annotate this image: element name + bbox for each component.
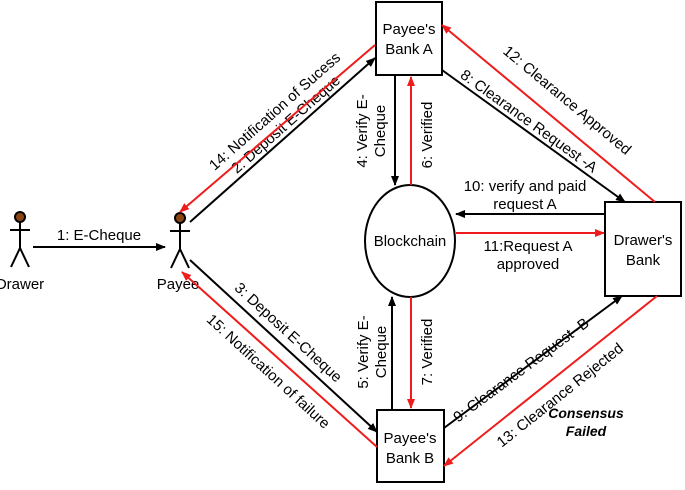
person-icon (170, 212, 190, 269)
edge-1-label: 1: E-Cheque (57, 227, 141, 244)
edge-15-notification-failure (181, 271, 378, 448)
edge-3-deposit (189, 259, 378, 433)
bank-b-label-line1: Payee's (384, 430, 437, 447)
edge-9-clearance-request-b (443, 295, 623, 429)
drawers-bank-node: Drawer's Bank (604, 201, 682, 297)
drawers-bank-label-line2: Bank (626, 252, 661, 269)
bank-a-label-line2: Bank A (385, 41, 433, 58)
edge-11-label-line2: approved (497, 256, 560, 273)
drawer-label: Drawer (0, 276, 44, 293)
edge-5-label-line2: Cheque (373, 326, 390, 379)
drawers-bank-label-line1: Drawer's (614, 232, 673, 249)
blockchain-node: Blockchain (364, 184, 456, 298)
edge-15-label: 15: Notification of failure (203, 311, 333, 432)
edge-7-label: 7: Verified (419, 319, 436, 386)
edge-6-label: 6: Verified (419, 102, 436, 169)
consensus-failed-line2: Failed (566, 423, 607, 439)
edge-10-label-line1: 10: verify and paid (464, 178, 587, 195)
edge-10-label-line2: request A (493, 196, 556, 213)
payee-label: Payee (157, 276, 200, 293)
edge-11-label-line1: 11:Request A (484, 238, 573, 255)
edge-2-deposit (189, 57, 376, 223)
edge-12-clearance-approved (441, 24, 656, 203)
edge-5-label-line1: 5: Verify E- (355, 315, 372, 388)
edge-8-clearance-request-a (441, 69, 626, 203)
person-icon (10, 211, 30, 268)
drawer-actor: Drawer (0, 211, 44, 293)
payees-bank-b-node: Payee's Bank B (376, 409, 445, 483)
edge-14-label: 14: Notification of Sucess (206, 49, 344, 174)
edge-4-label-line1: 4: Verify E- (354, 94, 371, 167)
bank-a-label-line1: Payee's (383, 21, 436, 38)
consensus-failed-line1: Consensus (548, 405, 624, 421)
edge-4-label-line2: Cheque (372, 105, 389, 158)
edge-13-clearance-rejected (443, 295, 658, 467)
payees-bank-a-node: Payee's Bank A (375, 1, 443, 76)
bank-b-label-line2: Bank B (386, 450, 434, 467)
blockchain-label: Blockchain (374, 233, 447, 250)
edge-3-label: 3: Deposit E-Cheque (231, 279, 345, 386)
edge-13-label: 13: Clearance Rejected (494, 340, 627, 451)
edge-14-notification-success (179, 44, 376, 213)
